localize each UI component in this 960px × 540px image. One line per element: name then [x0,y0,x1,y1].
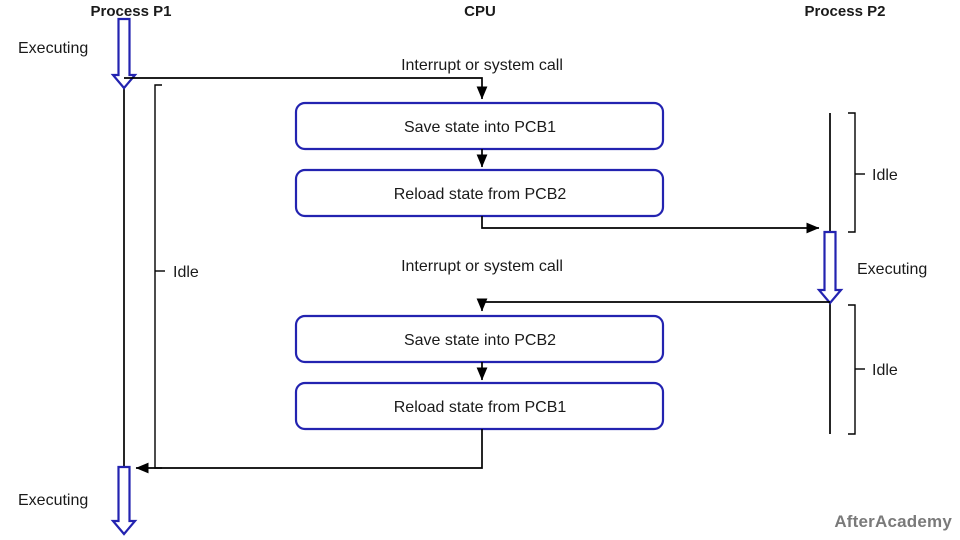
interrupt-label-1: Interrupt or system call [401,57,563,74]
cpu-step-box-2 [294,168,665,218]
brand-watermark: AfterAcademy [834,512,952,531]
cpu-step-label-3: Save state into PCB2 [404,332,556,349]
cpu-step-label-4: Reload state from PCB1 [394,399,567,416]
flow-cpu-to-p2 [481,216,820,234]
cpu-step-box-3 [294,314,665,364]
cpu-step-label-2: Reload state from PCB2 [394,186,567,203]
flow-cpu-to-p1 [135,429,483,474]
column-header-cpu: CPU [464,3,496,20]
cpu-step-label-1: Save state into PCB1 [404,119,556,136]
p2-idle-bracket-top [848,112,856,233]
flow-p1-to-cpu-1 [124,77,488,100]
p2-idle-bracket-bottom [848,304,856,435]
p1-idle-bracket [154,84,162,469]
column-header-process-p1: Process P1 [91,3,172,20]
column-header-process-p2: Process P2 [805,3,886,20]
p1-idle-label: Idle [173,264,199,281]
p2-idle-label-top: Idle [872,167,898,184]
cpu-step-box-4 [294,381,665,431]
flow-p2-to-cpu-2 [476,298,830,312]
cpu-step-box-1 [294,101,665,151]
p1-executing-arrow-bottom [110,465,138,536]
p1-executing-label-top: Executing [18,40,88,57]
interrupt-label-2: Interrupt or system call [401,258,563,275]
p1-executing-label-bottom: Executing [18,492,88,509]
p2-executing-arrow [816,230,844,305]
p1-executing-arrow-top [110,17,138,90]
p2-executing-label: Executing [857,261,927,278]
p2-idle-label-bottom: Idle [872,362,898,379]
